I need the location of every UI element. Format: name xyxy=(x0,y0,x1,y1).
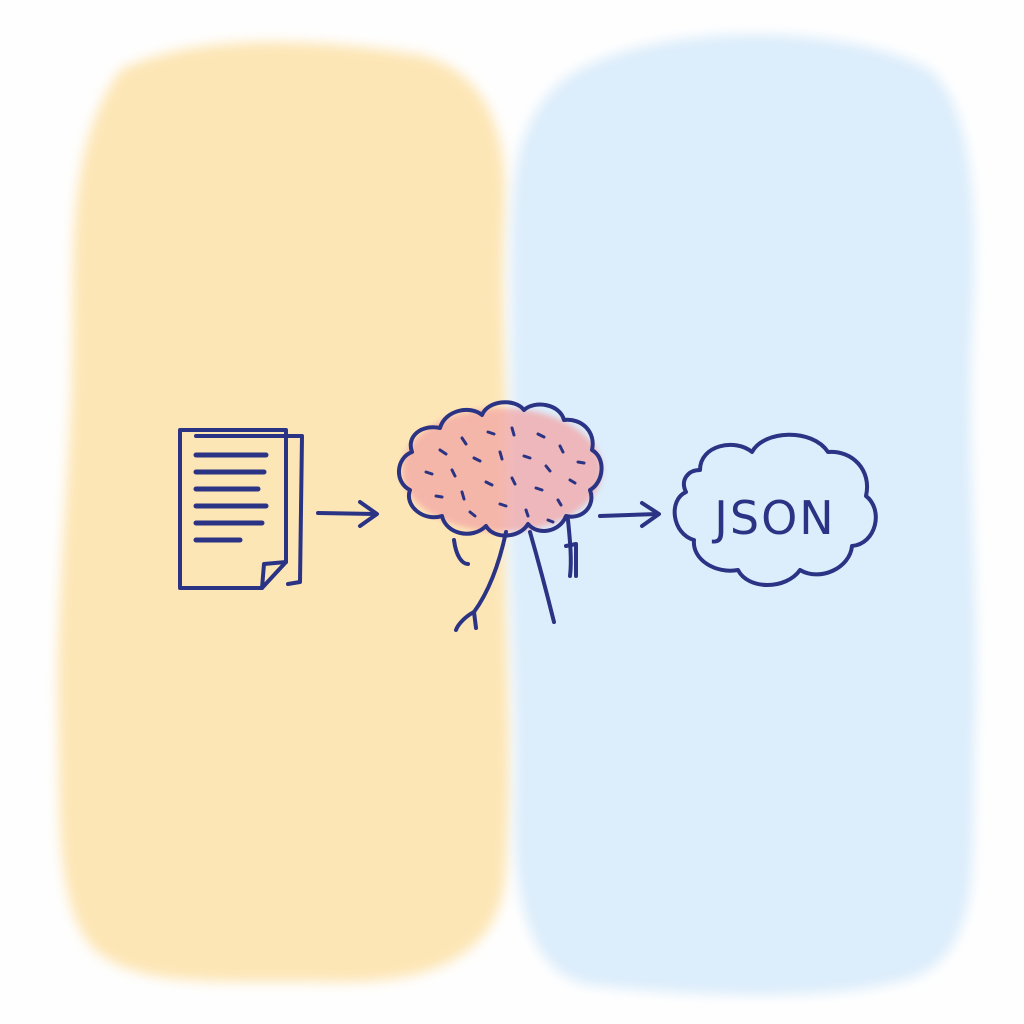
page-fold xyxy=(260,560,288,590)
brain-legs xyxy=(452,518,578,632)
document-icon xyxy=(178,428,304,590)
arrow-right-icon xyxy=(316,500,379,528)
document-text-lines xyxy=(193,452,269,543)
right-wash-panel xyxy=(508,34,977,996)
brain-wash xyxy=(402,408,602,532)
brain-folds xyxy=(424,426,586,524)
json-cloud-icon: JSON xyxy=(672,432,878,587)
left-wash-panel xyxy=(57,41,510,983)
json-label: JSON xyxy=(711,491,835,545)
brain-outline xyxy=(397,400,604,538)
arrow-right-icon xyxy=(598,501,661,528)
brain-icon xyxy=(397,400,604,632)
